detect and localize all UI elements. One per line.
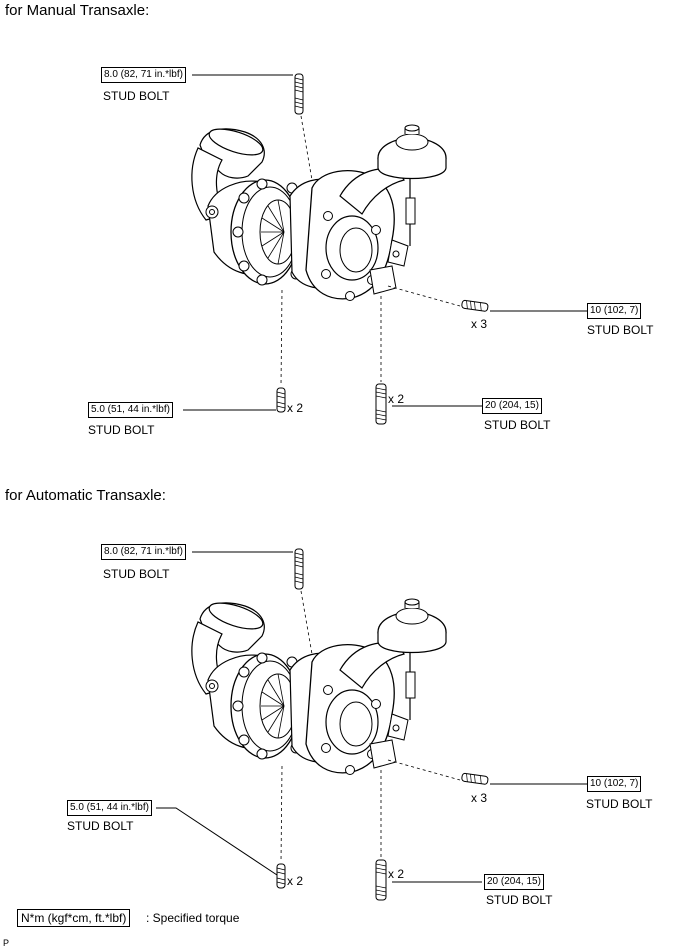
manual-right-torque-spec: 10 (102, 7) [587, 303, 642, 319]
manual-turbo-assembly [191, 123, 447, 302]
manual-bottom-left-torque-spec: 5.0 (51, 44 in.*lbf) [88, 402, 173, 418]
manual-top-torque-spec: 8.0 (82, 71 in.*lbf) [101, 67, 186, 83]
automatic-section-title: for Automatic Transaxle: [5, 487, 166, 504]
automatic-top-torque-spec: 8.0 (82, 71 in.*lbf) [101, 544, 186, 560]
automatic-right-quantity: x 3 [471, 791, 488, 805]
manual-bottom-left-stud-bolt-label: STUD BOLT [88, 423, 155, 437]
automatic-bottom-left-quantity: x 2 [287, 874, 304, 888]
manual-right-quantity: x 3 [471, 317, 488, 331]
automatic-bottom-mid-torque-spec: 20 (204, 15) [484, 874, 544, 890]
manual-right-stud-bolt-label: STUD BOLT [587, 323, 654, 337]
automatic-right-stud-bolt-label: STUD BOLT [586, 797, 653, 811]
automatic-bottom-mid-quantity: x 2 [388, 867, 405, 881]
legend-unit-box: N*m (kgf*cm, ft.*lbf) [17, 909, 131, 927]
automatic-bottom-left-stud-bolt-label: STUD BOLT [67, 819, 134, 833]
manual-bottom-mid-torque-spec: 20 (204, 15) [482, 398, 542, 414]
manual-bottom-mid-quantity: x 2 [388, 392, 405, 406]
manual-section-title: for Manual Transaxle: [5, 2, 150, 19]
page-mark: P [3, 938, 10, 948]
automatic-bottom-mid-stud-bolt-label: STUD BOLT [486, 893, 553, 907]
legend-description: : Specified torque [146, 911, 240, 925]
automatic-turbo-assembly [191, 597, 447, 776]
automatic-top-stud-bolt-label: STUD BOLT [103, 567, 170, 581]
manual-bottom-left-quantity: x 2 [287, 401, 304, 415]
manual-top-stud-bolt-label: STUD BOLT [103, 89, 170, 103]
manual-bottom-mid-stud-bolt-label: STUD BOLT [484, 418, 551, 432]
automatic-right-torque-spec: 10 (102, 7) [587, 776, 642, 792]
automatic-bottom-left-torque-spec: 5.0 (51, 44 in.*lbf) [67, 800, 152, 816]
